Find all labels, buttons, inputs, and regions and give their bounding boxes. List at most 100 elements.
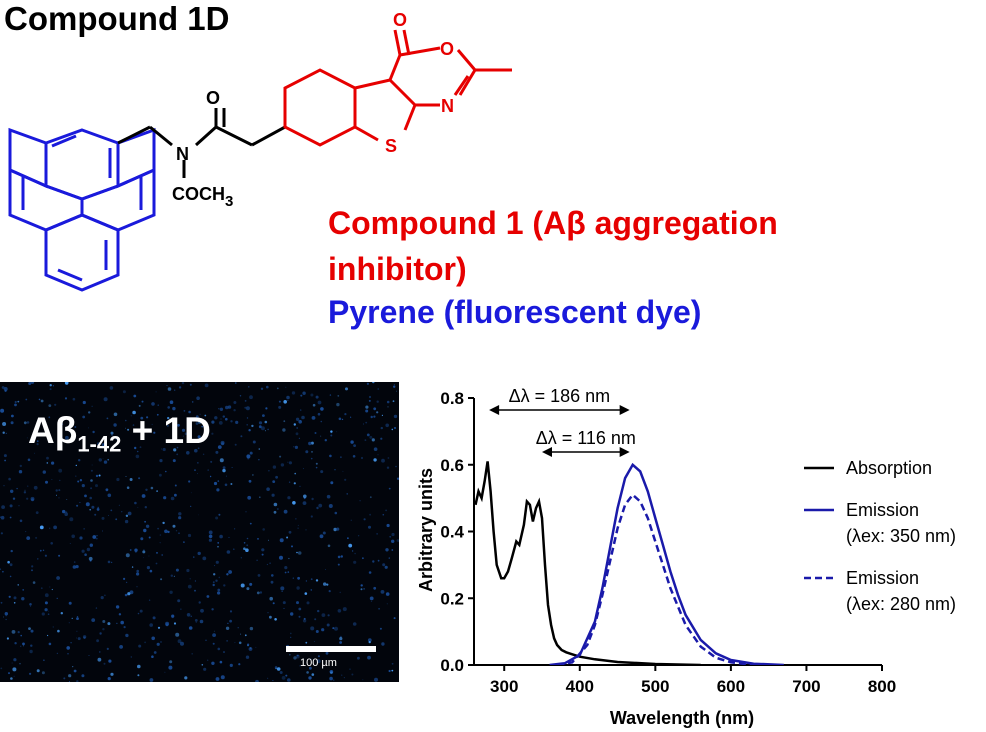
- speckle-dot: [174, 493, 177, 497]
- speckle-dot: [68, 622, 70, 624]
- speckle-dot: [81, 674, 85, 678]
- speckle-dot: [153, 431, 156, 434]
- speckle-dot: [142, 550, 146, 554]
- speckle-dot: [259, 591, 263, 594]
- y-tick-label: 0.8: [440, 389, 464, 408]
- speckle-dot: [143, 549, 145, 551]
- speckle-dot: [215, 450, 219, 454]
- speckle-dot: [107, 560, 111, 564]
- speckle-dot: [107, 458, 109, 461]
- speckle-dot: [338, 417, 342, 421]
- speckle-dot: [233, 409, 236, 412]
- speckle-dot: [113, 412, 118, 417]
- speckle-dot: [23, 491, 27, 494]
- x-tick-label: 600: [717, 677, 745, 696]
- speckle-dot: [339, 591, 341, 594]
- speckle-dot: [107, 493, 112, 498]
- speckle-dot: [169, 400, 174, 404]
- speckle-dot: [110, 431, 114, 435]
- speckle-dot: [381, 458, 385, 463]
- speckle-dot: [326, 494, 331, 499]
- speckle-dot: [110, 672, 114, 676]
- speckle-dot: [365, 405, 369, 409]
- speckle-dot: [186, 568, 190, 573]
- speckle-dot: [340, 555, 343, 558]
- speckle-dot: [391, 539, 395, 543]
- speckle-dot: [96, 639, 99, 643]
- speckle-dot: [77, 480, 80, 483]
- speckle-dot: [385, 592, 390, 596]
- speckle-dot: [57, 435, 61, 439]
- speckle-dot: [264, 430, 266, 432]
- speckle-dot: [304, 592, 308, 595]
- speckle-dot: [97, 657, 102, 662]
- speckle-dot: [44, 601, 48, 605]
- speckle-dot: [39, 549, 42, 552]
- speckle-dot: [330, 434, 333, 437]
- speckle-dot: [369, 596, 374, 601]
- speckle-dot: [56, 576, 60, 580]
- speckle-dot: [98, 458, 103, 462]
- speckle-dot: [306, 601, 310, 605]
- speckle-dot: [252, 440, 256, 444]
- speckle-dot: [131, 566, 134, 568]
- speckle-dot: [258, 459, 260, 461]
- speckle-dot: [211, 420, 215, 424]
- speckle-dot: [207, 659, 209, 661]
- speckle-dot: [46, 462, 49, 464]
- speckle-dot: [354, 552, 356, 555]
- speckle-dot: [13, 602, 16, 604]
- speckle-dot: [246, 537, 249, 540]
- speckle-dot: [218, 408, 220, 410]
- speckle-dot: [12, 667, 17, 672]
- speckle-dot: [95, 607, 98, 609]
- speckle-dot: [228, 570, 233, 574]
- speckle-dot: [196, 396, 200, 400]
- speckle-dot: [138, 477, 141, 480]
- speckle-dot: [315, 630, 319, 633]
- speckle-dot: [70, 431, 75, 435]
- annotation-label: Δλ = 186 nm: [509, 386, 611, 406]
- speckle-dot: [129, 549, 132, 551]
- speckle-dot: [134, 501, 137, 505]
- speckle-dot: [174, 484, 177, 487]
- speckle-dot: [135, 551, 137, 553]
- speckle-dot: [240, 557, 242, 559]
- speckle-dot: [219, 660, 223, 664]
- speckle-dot: [344, 413, 347, 416]
- speckle-dot: [369, 513, 371, 516]
- speckle-dot: [91, 505, 95, 509]
- speckle-dot: [96, 442, 100, 446]
- speckle-dot: [40, 399, 44, 403]
- speckle-dot: [95, 484, 98, 488]
- speckle-dot: [295, 417, 300, 421]
- speckle-dot: [146, 416, 149, 419]
- speckle-dot: [35, 511, 39, 514]
- speckle-dot: [318, 503, 323, 508]
- speckle-dot: [353, 444, 356, 447]
- speckle-dot: [172, 406, 176, 411]
- speckle-dot: [374, 677, 378, 682]
- annotation-label: Δλ = 116 nm: [536, 428, 636, 448]
- speckle-dot: [187, 584, 192, 589]
- speckle-dot: [223, 584, 226, 587]
- speckle-dot: [184, 432, 188, 436]
- speckle-dot: [246, 544, 249, 547]
- speckle-dot: [90, 479, 93, 482]
- speckle-dot: [240, 633, 242, 635]
- speckle-dot: [204, 383, 209, 388]
- speckle-dot: [385, 548, 389, 552]
- speckle-dot: [79, 536, 83, 540]
- speckle-dot: [310, 578, 313, 581]
- speckle-dot: [270, 580, 274, 584]
- speckle-dot: [51, 588, 53, 591]
- speckle-dot: [44, 554, 48, 557]
- speckle-dot: [30, 605, 31, 607]
- speckle-dot: [298, 607, 302, 611]
- speckle-dot: [357, 656, 360, 660]
- speckle-dot: [212, 581, 215, 583]
- speckle-dot: [343, 677, 345, 679]
- speckle-dot: [391, 662, 394, 665]
- speckle-dot: [283, 509, 288, 514]
- speckle-dot: [136, 572, 140, 576]
